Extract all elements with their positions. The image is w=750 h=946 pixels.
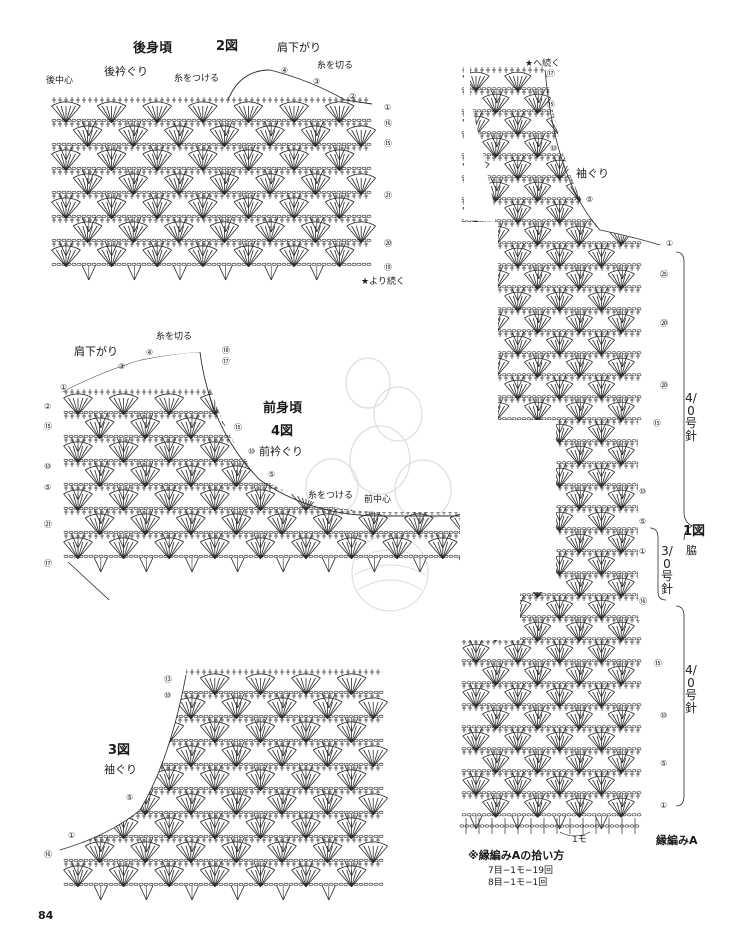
front-row-mark: ⑮: [44, 422, 52, 431]
fig1-border-label: 縁編みA: [656, 834, 698, 847]
fig3-armhole-label: 袖ぐり: [104, 763, 137, 776]
back-row-mark: ⑳: [384, 239, 392, 248]
fig3-row-mark: ⑬: [164, 675, 172, 684]
front-figure-label: 4図: [271, 424, 294, 439]
fig3-row-mark: ⑤: [126, 793, 134, 802]
needle-braces: [649, 251, 693, 807]
fig1-needle-mid: 3/0号針: [660, 544, 673, 596]
back-row-mark: ①: [384, 103, 392, 112]
fig1-side-label: 脇: [686, 544, 697, 557]
front-row-mark: ①: [60, 383, 68, 392]
back-shoulder-curve: [227, 69, 373, 105]
fig3-row-mark: ①: [68, 831, 76, 840]
front-center-label: 前中心: [364, 495, 392, 505]
fig1-row-mark: ⑳: [660, 381, 668, 390]
fig1-row-mark: ⑤: [586, 195, 594, 204]
back-row-mark: ②: [349, 92, 357, 101]
page-number: 84: [38, 909, 54, 922]
front-row-mark: ⑩: [248, 447, 256, 456]
front-row-mark: ③: [118, 362, 126, 371]
front-cut-yarn-label: 糸を切る: [156, 332, 193, 342]
back-shoulder-label: 肩下がり: [277, 41, 321, 54]
fig3-row-mark: ⑯: [44, 850, 52, 859]
fig1-needle-top: 4/0号針: [684, 391, 697, 443]
front-row-mark: ④: [146, 348, 154, 357]
front-row-mark: ⑱: [222, 346, 230, 355]
back-center-label: 後中心: [46, 76, 74, 86]
front-body-title: 前身頃: [263, 401, 303, 416]
fig1-row-mark: ⑮: [654, 659, 662, 668]
front-row-mark: ⑤: [268, 470, 276, 479]
watermark-logo: [305, 357, 452, 612]
back-neckline-label: 後衿ぐり: [104, 65, 148, 78]
fig1-row-mark: ⑩: [660, 711, 668, 720]
front-row-mark: ②: [44, 402, 52, 411]
front-row-mark: ⑰: [222, 357, 230, 366]
fig1-row-mark: ⑩: [550, 144, 558, 153]
front-neck-curve: [61, 351, 475, 517]
fig1-row-mark: ㉕: [660, 270, 668, 279]
back-body-title: 後身頃: [133, 41, 173, 56]
back-row-mark: ③: [313, 77, 321, 86]
fig3-row-mark: ⑩: [164, 691, 172, 700]
fig1-row-mark: ①: [639, 547, 647, 556]
back-row-mark: ④: [281, 66, 289, 75]
fig1-row-mark: ⑯: [639, 597, 647, 606]
front-row-mark: ⑤: [44, 483, 52, 492]
fig1-row-mark: ⑤: [660, 759, 668, 768]
front-row-mark: ㉑: [44, 520, 52, 529]
fig1-row-mark: ⑩: [639, 487, 647, 496]
front-shoulder-label: 肩下がり: [74, 345, 118, 358]
edge-border-chart: [459, 818, 640, 837]
back-figure-label: 2図: [216, 39, 239, 54]
front-join-yarn-label: 糸をつける: [308, 491, 354, 501]
fig1-row-mark: ⑤: [639, 517, 647, 526]
front-row-mark: ⑰: [44, 559, 52, 568]
back-row-mark: ⑲: [384, 263, 392, 272]
fig1-row-mark: ⑮: [653, 419, 661, 428]
back-continue-label: ★より続く: [361, 277, 405, 287]
fig1-row-mark: ⑳: [660, 319, 668, 328]
back-cut-yarn-label: 糸を切る: [317, 61, 354, 71]
fig1-continue-label: ★へ続く: [525, 59, 561, 69]
front-row-mark: ⑩: [44, 462, 52, 471]
fig1-row-mark: ⑮: [547, 100, 555, 109]
back-row-mark: ㉑: [384, 191, 392, 200]
fig1-row-mark: ①: [660, 801, 668, 810]
note-line-1: 7目−1モ−19回: [488, 866, 553, 876]
back-row-mark: ⑯: [384, 119, 392, 128]
back-row-mark: ⑮: [384, 139, 392, 148]
fig1-needle-bottom: 4/0号針: [684, 663, 697, 715]
note-line-2: 8目−1モ−1回: [488, 878, 548, 888]
fig3-figure-label: 3図: [108, 743, 131, 758]
fig1-figure-label: 1図: [683, 524, 706, 539]
front-neckline-label: 前衿ぐり: [259, 445, 303, 458]
front-row-mark: ⑮: [234, 423, 242, 432]
fig1-armhole-label: 袖ぐり: [576, 167, 609, 180]
fig1-one-pattern-label: 1モ: [572, 835, 587, 845]
note-title: ※縁編みAの拾い方: [468, 849, 565, 862]
back-join-yarn-label: 糸をつける: [174, 74, 220, 84]
fig1-row-mark: ①: [666, 239, 674, 248]
fig1-row-mark: ⑰: [547, 69, 555, 78]
back-body-chart: [51, 97, 376, 281]
